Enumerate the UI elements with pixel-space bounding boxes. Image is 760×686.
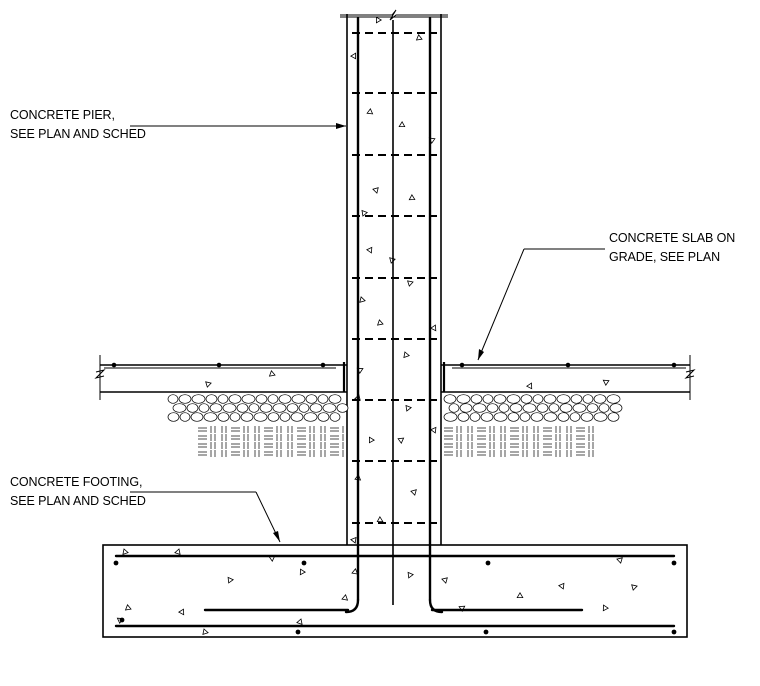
pier-note-line1: CONCRETE PIER, bbox=[10, 108, 115, 122]
footing-note-line1: CONCRETE FOOTING, bbox=[10, 475, 142, 489]
gravel-fill bbox=[167, 394, 623, 422]
leader-footing bbox=[130, 491, 281, 543]
concrete-footing bbox=[102, 544, 688, 638]
leader-pier bbox=[130, 123, 346, 129]
footing-note-line2: SEE PLAN AND SCHED bbox=[10, 494, 146, 508]
concrete-aggregate bbox=[116, 16, 638, 635]
leader-slab bbox=[477, 248, 605, 361]
pier-ties bbox=[352, 32, 437, 524]
concrete-pier bbox=[340, 9, 448, 614]
slab-left bbox=[94, 355, 347, 400]
slab-note-line1: CONCRETE SLAB ON bbox=[609, 231, 735, 245]
pier-note-line2: SEE PLAN AND SCHED bbox=[10, 127, 146, 141]
compacted-soil bbox=[198, 426, 594, 457]
footing-rebar-dots bbox=[113, 560, 677, 635]
slab-right bbox=[441, 355, 696, 400]
slab-note-line2: GRADE, SEE PLAN bbox=[609, 250, 720, 264]
